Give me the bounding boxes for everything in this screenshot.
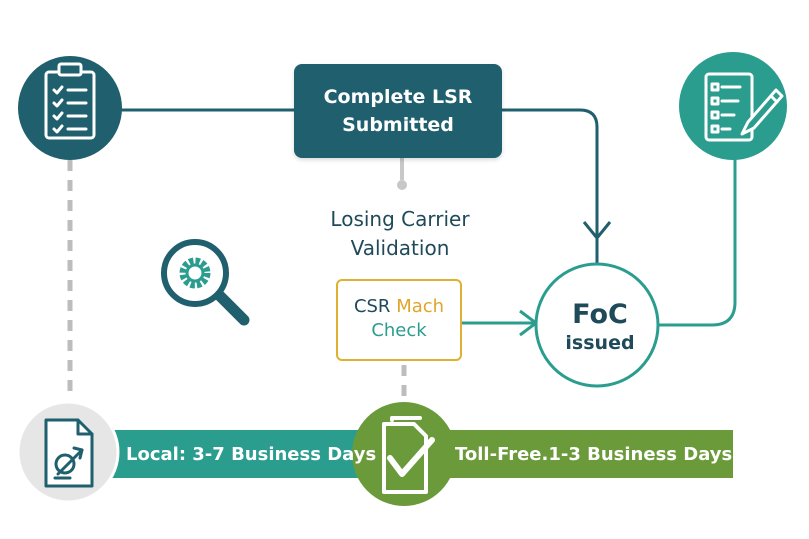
green-check-circle [352,402,456,506]
band-toll-free [412,430,733,478]
gear-magnifier-icon [161,239,250,326]
arrowhead-down [582,221,612,241]
band-local [96,430,396,478]
foc-issued-label: FoC issued [538,300,662,356]
lsr-line-2: Submitted [342,114,454,136]
foc-word: FoC [572,299,628,330]
connector-dot [397,180,407,190]
losing-carrier-validation-label: Losing Carrier Validation [300,205,500,263]
checklist-pencil-icon [704,72,784,142]
local-timeline-label: Local: 3-7 Business Days [126,444,377,465]
issued-word: issued [565,332,635,354]
clipboard-checklist-icon [44,62,96,140]
connector-foc-to-checklist [658,146,737,327]
document-checkmark-icon [382,416,435,494]
csr-word: CSR [353,296,391,317]
lsr-line-1: Complete LSR [323,86,473,108]
mach-word: Mach [396,296,445,317]
clipboard-circle [18,56,122,160]
foc-circle [534,262,660,388]
connector-lsr-to-foc [502,108,599,268]
csr-mach-check-box: CSR Mach Check [336,279,462,361]
validation-line-2: Validation [350,236,450,260]
validation-line-1: Losing Carrier [330,207,470,231]
check-word: Check [371,320,427,341]
toll-free-timeline-label: Toll-Free.1-3 Business Days [455,444,733,465]
document-chart-icon [44,418,94,488]
complete-lsr-submitted-box: Complete LSR Submitted [294,64,502,158]
